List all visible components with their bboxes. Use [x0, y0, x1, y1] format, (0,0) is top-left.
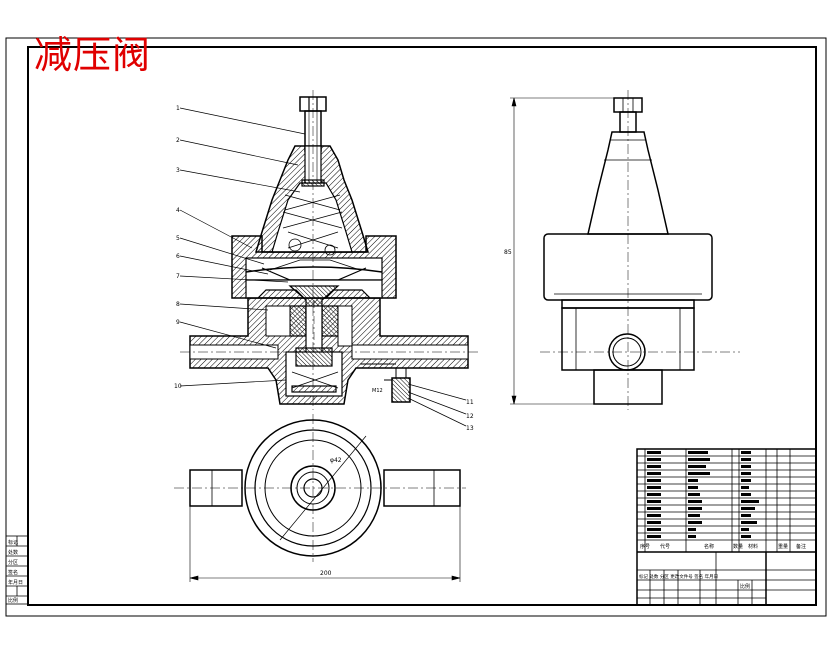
balloon-2: 2	[176, 137, 180, 144]
header-index: 序号	[640, 543, 650, 550]
side-label-5: 年月日	[8, 579, 23, 586]
side-view	[540, 90, 740, 410]
width-dimension: 200	[189, 506, 461, 582]
balloon-9: 9	[176, 319, 180, 326]
dim-height: 85	[504, 249, 512, 256]
balloon-12: 12	[466, 413, 474, 420]
parts-list: 序号 代号 名称 数量 材料 重量 备注	[636, 448, 817, 606]
balloon-1: 1	[176, 105, 180, 112]
balloon-5: 5	[176, 235, 180, 242]
title-block-revision-row: 标记 处数 分区 更改文件号 签名 年月日	[639, 573, 718, 580]
height-dimension: 85	[504, 97, 614, 405]
balloon-6: 6	[176, 253, 180, 260]
side-label-3: 分区	[8, 559, 18, 566]
balloon-13: 13	[466, 425, 474, 432]
inner-border	[27, 46, 817, 606]
balloon-11: 11	[466, 399, 474, 406]
dim-width: 200	[320, 570, 332, 577]
header-qty: 数量	[733, 543, 743, 550]
balloon-4: 4	[176, 207, 180, 214]
dim-port: M12	[372, 388, 383, 394]
leader-lines	[179, 107, 467, 427]
title-block-scale: 比例	[740, 583, 750, 590]
header-code: 代号	[660, 543, 670, 550]
balloon-3: 3	[176, 167, 180, 174]
balloon-7: 7	[176, 273, 180, 280]
header-weight: 重量	[778, 543, 788, 550]
header-remark: 备注	[796, 543, 806, 550]
header-name: 名称	[704, 543, 714, 550]
side-label-2: 处数	[8, 549, 18, 556]
header-material: 材料	[748, 543, 758, 550]
side-label-6: 比例	[8, 597, 18, 604]
drawing-title: 减压阀	[34, 33, 152, 77]
balloon-10: 10	[174, 383, 182, 390]
side-label-1: 标记	[8, 539, 18, 546]
side-table: 标记 处数 分区 签名 年月日 比例	[5, 535, 29, 605]
outer-border	[5, 37, 827, 617]
side-label-4: 签名	[8, 569, 18, 576]
dim-bore: φ42	[330, 457, 342, 464]
balloon-labels: 1 2 3 4 5 6 7 8 9 10 11 12 13	[174, 105, 474, 432]
title-block: 标记 处数 分区 更改文件号 签名 年月日 比例	[637, 552, 816, 605]
balloon-8: 8	[176, 301, 180, 308]
front-section-view: M12	[180, 90, 478, 410]
top-view: φ42	[174, 414, 466, 562]
